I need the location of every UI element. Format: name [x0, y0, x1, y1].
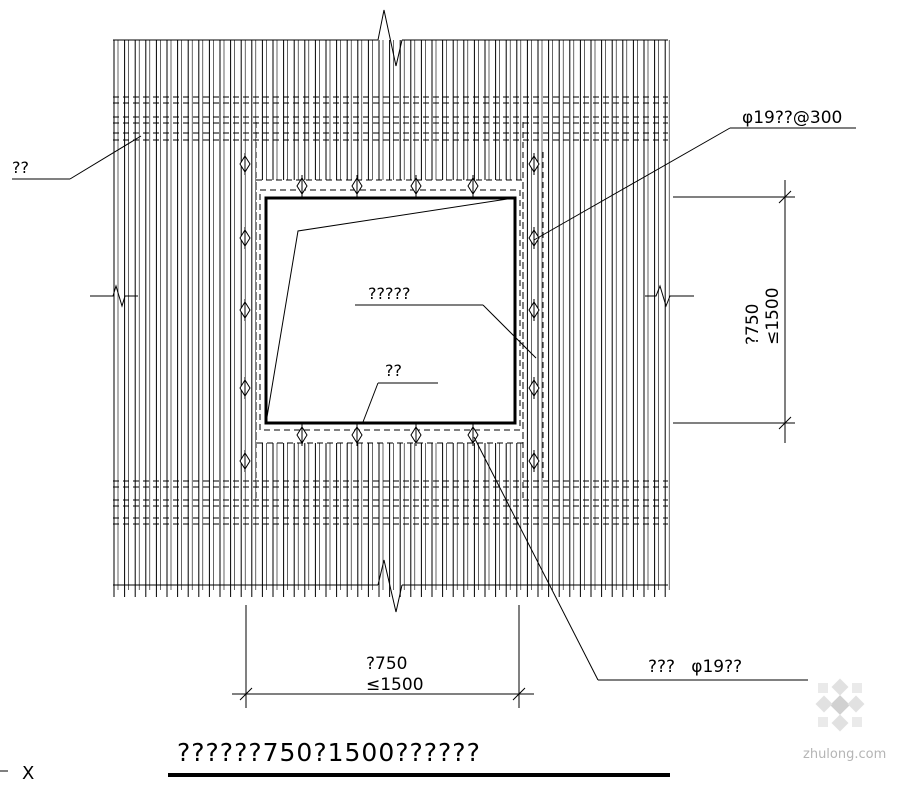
anchor-bar-symbol: [410, 175, 422, 197]
anchor-bar-symbol: [239, 299, 251, 321]
bottom-dimension: [232, 605, 534, 708]
top-break-line: [113, 9, 668, 67]
right-dim-line2: ≤1500: [763, 287, 783, 345]
anchor-bars: [239, 153, 540, 472]
leader-lines: [12, 127, 856, 681]
right-dimension: [673, 180, 795, 443]
bottom-right-label: ??? φ19??: [648, 657, 742, 677]
drawing-title: ??????750?1500??????: [177, 738, 481, 767]
anchor-bar-symbol: [239, 377, 251, 399]
anchor-bar-symbol: [239, 450, 251, 472]
anchor-bar-symbol: [239, 227, 251, 249]
anchor-bar-symbol: [410, 424, 422, 446]
left-break-line: [90, 284, 138, 308]
right-break-line: [645, 284, 694, 308]
watermark-logo: [815, 678, 865, 732]
bottom-break-line: [113, 559, 668, 613]
anchor-bar-symbol: [296, 424, 308, 446]
anchor-bar-symbol: [528, 227, 540, 249]
anchor-bar-symbol: [528, 377, 540, 399]
left-label: ??: [12, 158, 29, 177]
bottom-dim-line2: ≤1500: [366, 675, 424, 695]
center-label: ?????: [368, 284, 410, 303]
corner-mark: X: [22, 763, 34, 783]
anchor-bar-symbol: [528, 153, 540, 175]
horizontal-dashed-bars-top: [113, 96, 668, 141]
bottom-dim-line1: ?750: [366, 654, 407, 674]
anchor-bar-symbol: [296, 175, 308, 197]
anchor-bar-symbol: [351, 424, 363, 446]
anchor-bar-symbol: [239, 153, 251, 175]
horizontal-dashed-bars-bottom: [113, 480, 668, 525]
lower-center-label: ??: [385, 361, 402, 380]
anchor-bar-symbol: [528, 299, 540, 321]
sleeve-box: [264, 196, 517, 425]
right-dim-line1: ?750: [743, 304, 763, 345]
sleeve-diagonal: [265, 197, 515, 424]
top-right-label: φ19??@300: [742, 108, 842, 128]
watermark-text: zhulong.com: [803, 747, 886, 762]
anchor-bar-symbol: [351, 175, 363, 197]
anchor-bar-symbol: [467, 175, 479, 197]
anchor-bar-symbol: [528, 450, 540, 472]
